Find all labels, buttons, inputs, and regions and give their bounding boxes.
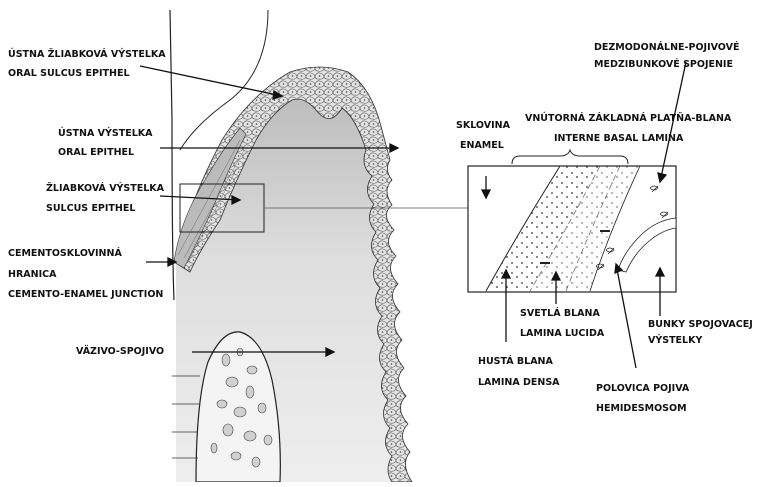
label-desmo-sk-2: MEDZIBUNKOVÉ SPOJENIE xyxy=(594,60,733,70)
label-densa-sk: HUSTÁ BLANA xyxy=(478,357,553,367)
label-cells-sk-1: BUNKY SPOJOVACEJ xyxy=(648,320,753,330)
label-oral-sulcus-sk: ÚSTNA ŽLIABKOVÁ VÝSTELKA xyxy=(8,50,166,60)
label-basal-sk: VNÚTORNÁ ZÁKLADNÁ PLATŇA-BLANA xyxy=(525,114,731,124)
label-cej-sk-2: HRANICA xyxy=(8,270,56,280)
label-oral-en: ORAL EPITHEL xyxy=(58,148,134,158)
label-densa-en: LAMINA DENSA xyxy=(478,378,560,388)
basal-lamina-brace xyxy=(512,150,628,164)
label-cej-sk-1: CEMENTOSKLOVINNÁ xyxy=(8,249,122,259)
label-oral-sk: ÚSTNA VÝSTELKA xyxy=(58,129,152,139)
label-oral-sulcus-en: ORAL SULCUS EPITHEL xyxy=(8,69,130,79)
label-cej-en: CEMENTO-ENAMEL JUNCTION xyxy=(8,290,163,300)
label-desmo-sk-1: DEZMODONÁLNE-POJIVOVÉ xyxy=(594,43,739,53)
label-enamel-sk: SKLOVINA xyxy=(456,121,510,131)
label-hemi-en: HEMIDESMOSOM xyxy=(596,404,687,414)
label-basal-en: INTERNE BASAL LAMINA xyxy=(554,134,683,144)
label-lucida-sk: SVETLÁ BLANA xyxy=(520,309,600,319)
tooth-surface-line xyxy=(170,10,174,300)
label-sulcus-sk: ŽLIABKOVÁ VÝSTELKA xyxy=(46,184,164,194)
label-connective-sk: VÄZIVO-SPOJIVO xyxy=(76,347,164,357)
label-sulcus-en: SULCUS EPITHEL xyxy=(46,204,135,214)
label-hemi-sk: POLOVICA POJIVA xyxy=(596,384,689,394)
label-enamel-en: ENAMEL xyxy=(460,141,504,151)
label-lucida-en: LAMINA LUCIDA xyxy=(520,329,604,339)
label-cells-sk-2: VÝSTELKY xyxy=(648,336,702,346)
magnified-inset xyxy=(468,166,676,292)
